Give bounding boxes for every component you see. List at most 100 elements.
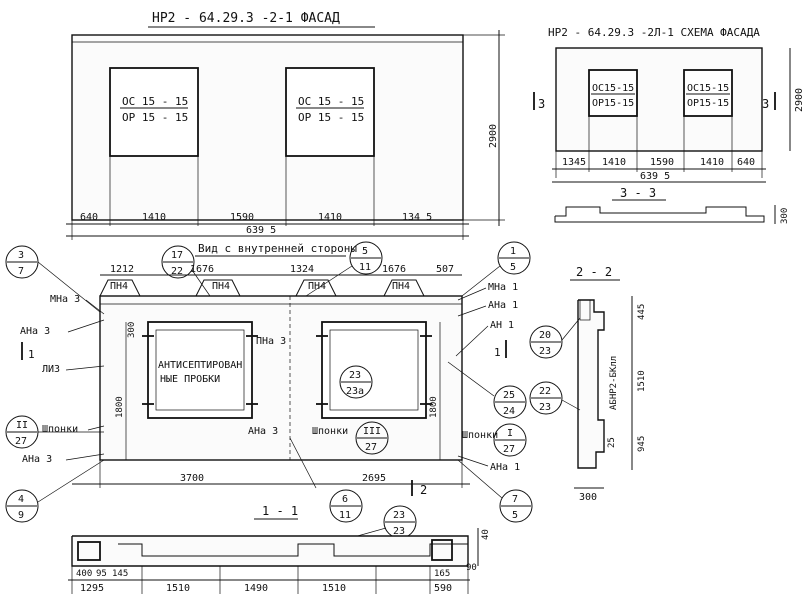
- interior-window-left-inner: [155, 329, 245, 411]
- svg-text:11: 11: [339, 510, 351, 521]
- interior-window-right-inner: [329, 329, 419, 411]
- label-ah-right: АН 1: [490, 320, 514, 331]
- scheme-dim-1: 1345: [562, 157, 586, 168]
- bubble-7-5: 7 5: [499, 489, 533, 523]
- svg-text:III: III: [363, 426, 381, 437]
- svg-text:23: 23: [393, 510, 405, 521]
- svg-text:23: 23: [539, 346, 551, 357]
- bubble-3-7: 3 7: [5, 245, 39, 279]
- facade-title: НР2 - 64.29.3 -2-1 ФАСАД: [152, 11, 340, 26]
- label-shp-center: Шпонки: [312, 426, 348, 437]
- loop-label-4: ПН4: [392, 281, 410, 292]
- section-1-1-left-detail: [77, 541, 101, 561]
- interior-window-left: [147, 321, 253, 419]
- svg-text:23а: 23а: [346, 386, 364, 397]
- label-an-right-bottom: АНа 1: [490, 462, 520, 473]
- section-3-3: 3 - 3 300: [554, 186, 790, 224]
- section-2-2-top-detail: [579, 299, 591, 321]
- scheme-extension-lines: [555, 116, 763, 178]
- svg-text:I: I: [507, 428, 513, 439]
- bubble-22-23: 22 23: [529, 381, 563, 415]
- facade-dim-2: 1410: [142, 212, 166, 223]
- svg-text:5: 5: [510, 262, 516, 273]
- section-2-2-dim-2: 1510: [637, 370, 647, 392]
- svg-text:5: 5: [362, 246, 368, 257]
- section-2-2-dim-3: 945: [637, 436, 647, 452]
- bubble-III-27: III 27: [355, 421, 389, 455]
- left-leaders: [65, 299, 105, 461]
- section-1-1-top-2: 95: [96, 569, 107, 579]
- bottom-dim-1: 3700: [180, 473, 204, 484]
- label-an3-center: АНа 3: [248, 426, 278, 437]
- facade-view: НР2 - 64.29.3 -2-1 ФАСАД ОС 15 - 15 ОР 1…: [66, 11, 505, 240]
- scheme-height: 2900: [794, 88, 805, 112]
- interior-top-dim-5: 507: [436, 264, 454, 275]
- label-an1-right: АНа 1: [488, 300, 518, 311]
- section-1-1-profile: [118, 543, 468, 557]
- scheme-title: НР2 - 64.29.3 -2Л-1 СХЕМА ФАСАДА: [548, 26, 760, 39]
- label-mn-right: МНа 1: [488, 282, 518, 293]
- interior-window-right: [321, 321, 427, 419]
- center-leader: [289, 437, 317, 489]
- svg-text:9: 9: [18, 510, 24, 521]
- section-1-1-small-2: 90: [466, 563, 477, 573]
- loop-label-3: ПН4: [308, 281, 326, 292]
- bubble-I-27: I 27: [493, 423, 527, 457]
- svg-text:4: 4: [18, 494, 24, 505]
- section-1-1: 1 - 1 23 23 40 165 90 400 95 145 1295: [68, 504, 491, 594]
- svg-text:22: 22: [539, 386, 551, 397]
- svg-text:3: 3: [18, 250, 24, 261]
- dim-300: 300: [127, 322, 137, 338]
- section-2-2-dim-4: 25: [607, 437, 617, 448]
- bubble-23-23: 23 23: [383, 505, 417, 539]
- section-1-1-top-3: 145: [112, 569, 128, 579]
- svg-text:27: 27: [365, 442, 377, 453]
- scheme-window-right-top: ОС15-15: [687, 83, 729, 94]
- loop-label-2: ПН4: [212, 281, 230, 292]
- bubble-leaders: [37, 261, 503, 503]
- svg-text:27: 27: [503, 444, 515, 455]
- bubble-4-9: 4 9: [5, 489, 39, 523]
- svg-text:22: 22: [171, 266, 183, 277]
- section-2-2-rotated: АБНР2-БКлл: [609, 356, 619, 410]
- section-1-1-small-1: 165: [434, 569, 450, 579]
- bubble-23-23a: 23 23а: [339, 365, 373, 399]
- svg-text:23: 23: [349, 370, 361, 381]
- window-left-top: ОС 15 - 15: [122, 95, 188, 108]
- section-2-2-title: 2 - 2: [576, 265, 612, 279]
- label-li: ЛИ3: [42, 364, 60, 375]
- cut-left: 1: [28, 348, 35, 361]
- label-shp-left: Шпонки: [42, 424, 78, 435]
- window-left-bottom: ОР 15 - 15: [122, 111, 188, 124]
- scheme-window-left-bottom: ОР15-15: [592, 98, 634, 109]
- plugs-line-2: НЫЕ ПРОБКИ: [160, 374, 220, 385]
- facade-height: 2900: [488, 124, 499, 148]
- scheme-window-left-top: ОС15-15: [592, 83, 634, 94]
- facade-extension-lines: [71, 34, 505, 240]
- interior-top-dim-4: 1676: [382, 264, 406, 275]
- window-right: [285, 67, 375, 157]
- label-shp-right: Шпонки: [462, 430, 498, 441]
- interior-top-dim-3: 1324: [290, 264, 314, 275]
- scheme-window-right-bottom: ОР15-15: [687, 98, 729, 109]
- section-1-1-small-3: 40: [481, 529, 491, 540]
- section-3-3-dim: 300: [780, 208, 790, 224]
- section-3-3-title: 3 - 3: [620, 186, 656, 200]
- section-2-2: 2 - 2 АБНР2-БКлл 445 1510 945 25 300 20 …: [529, 265, 647, 503]
- bottom-dim-2: 2695: [362, 473, 386, 484]
- interior-view: Вид с внутренней стороны 1212 1676 1324 …: [5, 241, 533, 523]
- bubble-22-leader: [561, 399, 581, 411]
- section-1-1-top-1: 400: [76, 569, 92, 579]
- section-1-1-dim-2: 1510: [166, 583, 190, 594]
- section-1-1-dim-4: 1510: [322, 583, 346, 594]
- bubble-25-24: 25 24: [493, 385, 527, 419]
- cut-mark-right: 3: [762, 97, 769, 111]
- svg-text:17: 17: [171, 250, 183, 261]
- cut-right: 1: [494, 346, 501, 359]
- facade-dim-5: 134 5: [402, 212, 432, 223]
- svg-text:25: 25: [503, 390, 515, 401]
- facade-total: 639 5: [246, 225, 276, 236]
- scheme-total: 639 5: [640, 171, 670, 182]
- interior-top-dim-1: 1212: [110, 264, 134, 275]
